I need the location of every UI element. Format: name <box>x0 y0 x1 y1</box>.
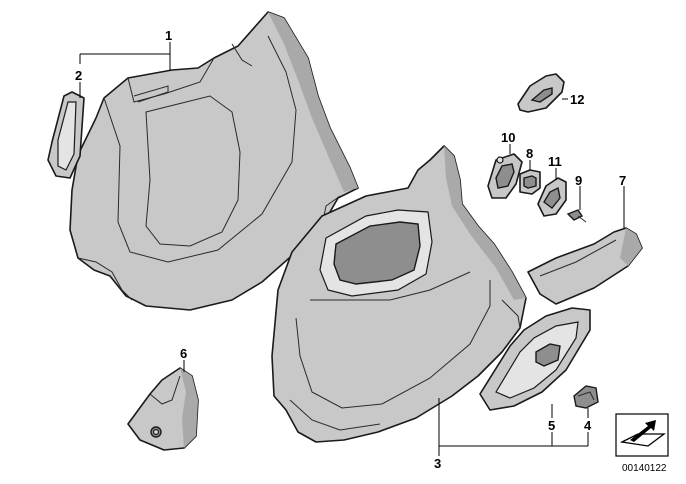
part-3-right-trim-panel <box>271 145 527 443</box>
part-2-cover-plate <box>47 91 85 179</box>
part-9-screw <box>566 209 587 223</box>
part-7-floor-trim <box>527 227 643 305</box>
callout-11: 11 <box>548 154 562 169</box>
part-8-square-cap <box>519 169 541 195</box>
part-6-bracket <box>127 367 199 451</box>
callout-9: 9 <box>575 173 582 188</box>
part-12-handle-cover <box>517 73 565 113</box>
callout-6: 6 <box>180 346 187 361</box>
callout-4: 4 <box>584 418 592 433</box>
part-11-mount <box>537 177 567 217</box>
part-1-left-trim-panel <box>69 11 359 311</box>
part-4-clip <box>573 385 599 409</box>
callout-3: 3 <box>434 456 441 471</box>
callout-1: 1 <box>165 28 172 43</box>
reference-logo <box>615 413 669 457</box>
callout-8: 8 <box>526 146 533 161</box>
callout-labels: 1 2 3 4 5 6 7 8 9 10 11 12 <box>75 28 626 471</box>
arrow-onto-plane-icon <box>619 420 666 447</box>
part-10-bracket-plate <box>487 153 523 199</box>
callout-5: 5 <box>548 418 555 433</box>
leader-lines <box>79 42 625 456</box>
part-5-flap <box>479 307 591 411</box>
callout-10: 10 <box>501 130 515 145</box>
reference-number: 00140122 <box>622 463 667 474</box>
callout-12: 12 <box>570 92 584 107</box>
callout-2: 2 <box>75 68 82 83</box>
callout-7: 7 <box>619 173 626 188</box>
